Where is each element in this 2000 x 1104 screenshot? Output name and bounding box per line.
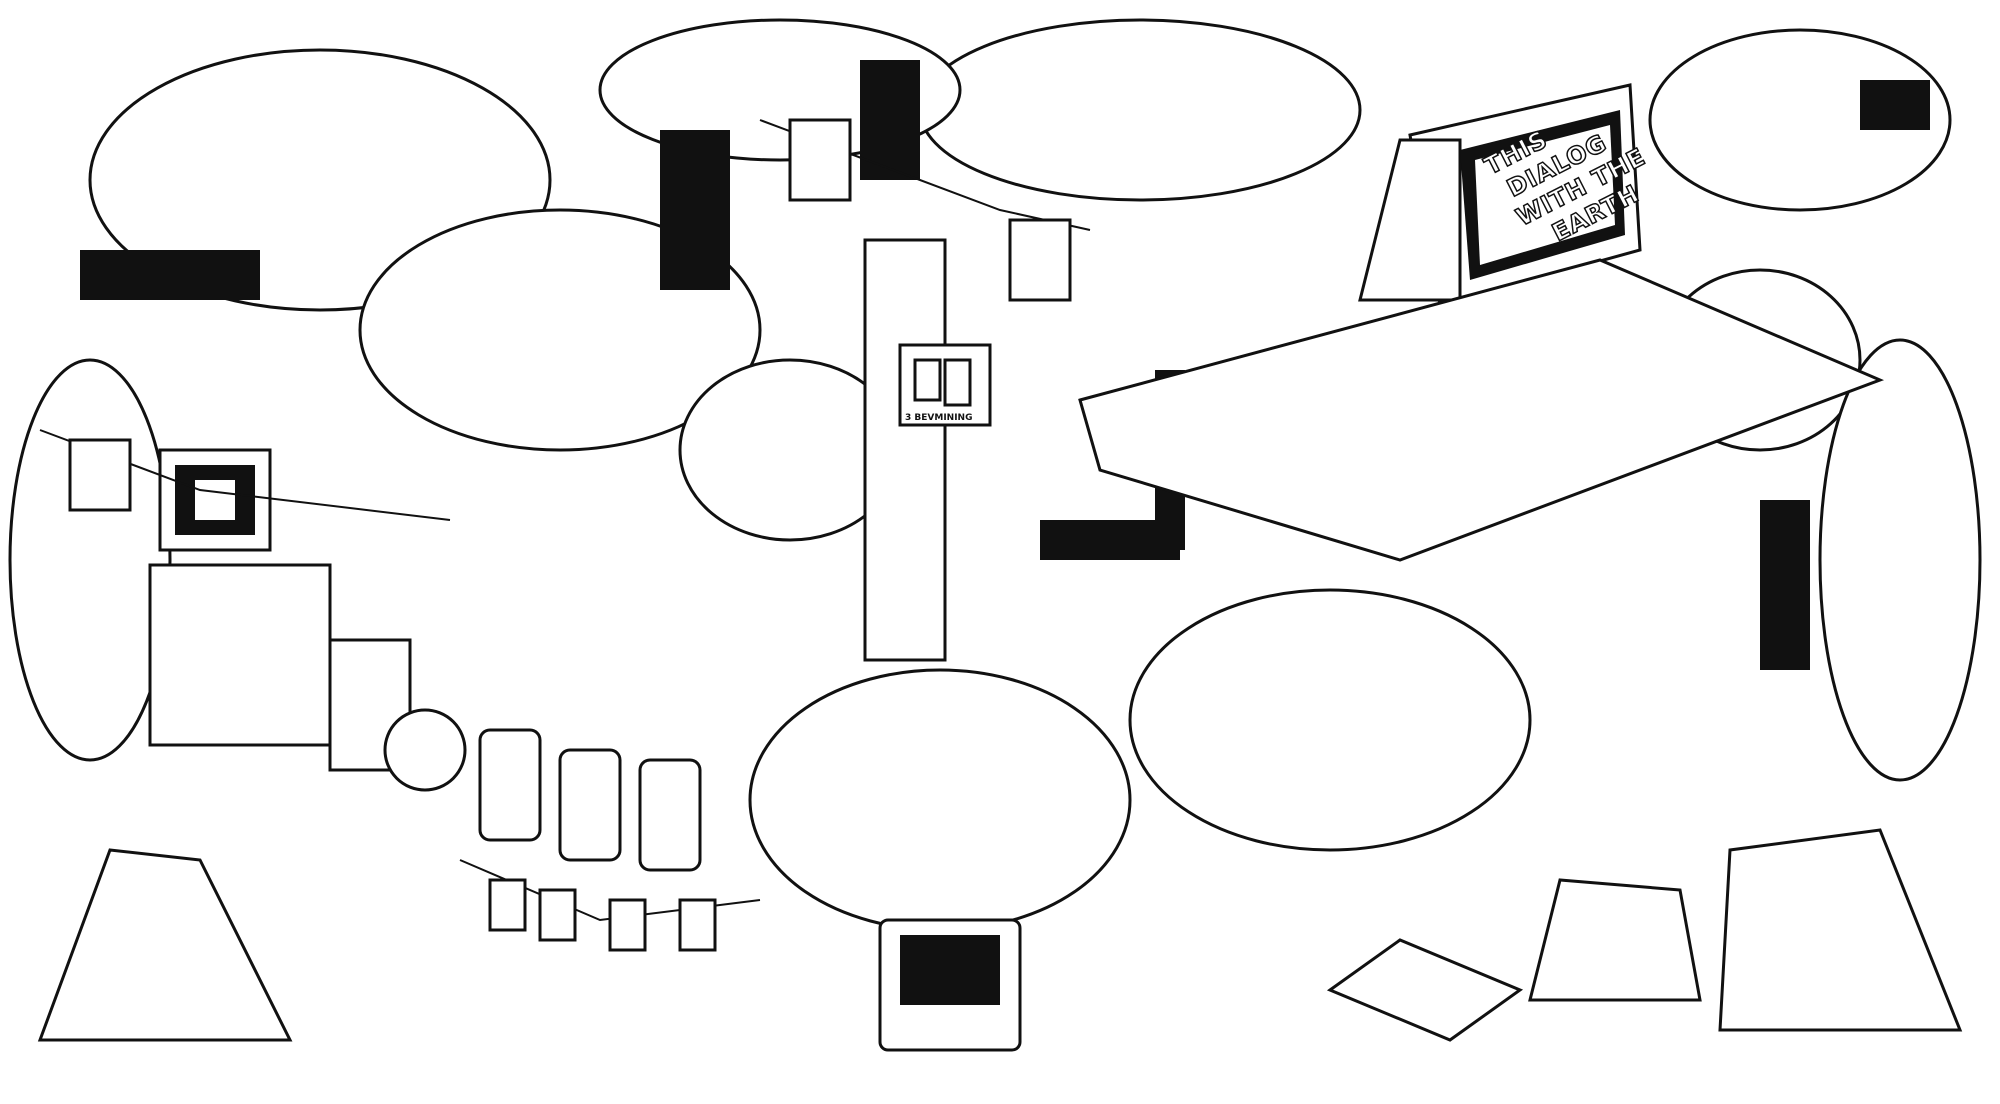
- platform: [1078, 258, 1885, 562]
- hatch-shadows: [80, 60, 1930, 670]
- rocks: [37, 828, 1963, 1042]
- small-screen: [878, 918, 1022, 1052]
- bunting: [39, 118, 1091, 952]
- cup-flag-label: 3 BEVMINING: [905, 413, 972, 423]
- meters: [383, 708, 702, 872]
- monitor-sign: THIS DIALOG WITH THE EARTH: [1358, 83, 1651, 307]
- cup-flag: 3 BEVMINING: [898, 343, 992, 427]
- column: [863, 238, 947, 662]
